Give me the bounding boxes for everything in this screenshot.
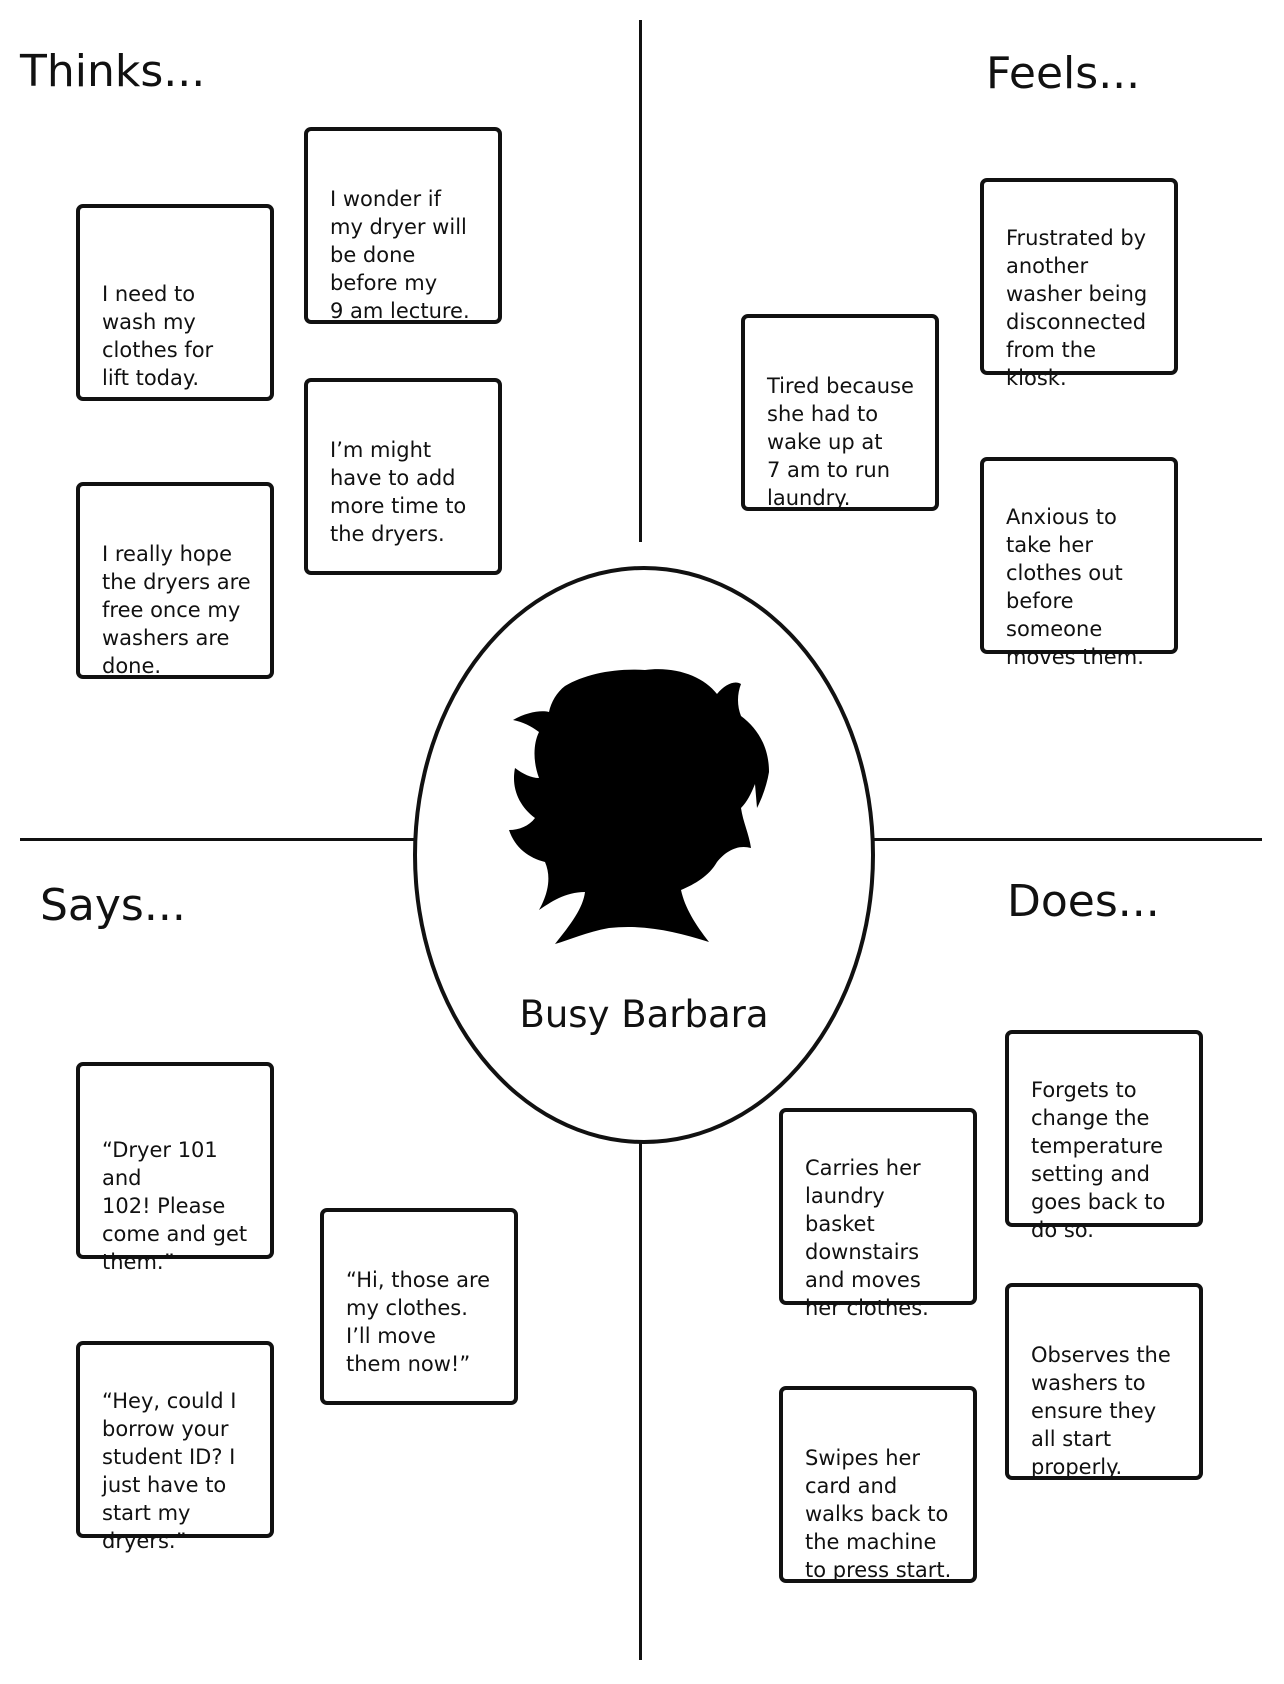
heading-does: Does... (1007, 876, 1160, 927)
note-text: “Dryer 101 and 102! Please come and get … (102, 1138, 248, 1274)
does-note-temperature: Forgets to change the temperature settin… (1005, 1030, 1203, 1242)
note-text: Frustrated by another washer being disco… (1006, 226, 1148, 390)
thinks-note-wash-clothes: I need to wash my clothes for lift today… (76, 204, 274, 401)
note-text: Carries her laundry basket downstairs an… (805, 1156, 929, 1320)
note-text: Forgets to change the temperature settin… (1031, 1078, 1166, 1242)
divider-horizontal-left (20, 838, 415, 841)
note-text: I wonder if my dryer will be done before… (330, 187, 470, 323)
divider-horizontal-right (872, 838, 1262, 841)
note-text: I need to wash my clothes for lift today… (102, 282, 214, 390)
thinks-note-dryer-lecture: I wonder if my dryer will be done before… (304, 127, 502, 324)
note-text: Swipes her card and walks back to the ma… (805, 1446, 952, 1582)
woman-silhouette-icon (509, 669, 769, 944)
note-text: “Hey, could I borrow your student ID? I … (102, 1389, 237, 1553)
says-note-borrow-id: “Hey, could I borrow your student ID? I … (76, 1341, 274, 1553)
does-note-observes: Observes the washers to ensure they all … (1005, 1283, 1203, 1480)
feels-note-tired: Tired because she had to wake up at 7 am… (741, 314, 939, 511)
feels-note-frustrated: Frustrated by another washer being disco… (980, 178, 1178, 390)
note-text: I really hope the dryers are free once m… (102, 542, 251, 678)
heading-says: Says... (40, 880, 186, 931)
feels-note-anxious: Anxious to take her clothes out before s… (980, 457, 1178, 669)
thinks-note-more-time: I’m might have to add more time to the d… (304, 378, 502, 575)
divider-vertical-bottom (639, 1138, 642, 1660)
note-text: I’m might have to add more time to the d… (330, 438, 467, 546)
heading-thinks: Thinks... (20, 46, 206, 97)
persona-name: Busy Barbara (519, 993, 769, 1036)
says-note-my-clothes: “Hi, those are my clothes. I’ll move the… (320, 1208, 518, 1405)
note-text: Tired because she had to wake up at 7 am… (767, 374, 914, 510)
note-text: “Hi, those are my clothes. I’ll move the… (346, 1268, 491, 1376)
heading-feels: Feels... (986, 48, 1141, 99)
says-note-dryer-101: “Dryer 101 and 102! Please come and get … (76, 1062, 274, 1274)
note-text: Observes the washers to ensure they all … (1031, 1343, 1171, 1479)
note-text: Anxious to take her clothes out before s… (1006, 505, 1144, 669)
thinks-note-dryers-free: I really hope the dryers are free once m… (76, 482, 274, 679)
divider-vertical-top (639, 20, 642, 542)
does-note-swipes-card: Swipes her card and walks back to the ma… (779, 1386, 977, 1583)
does-note-carries-basket: Carries her laundry basket downstairs an… (779, 1108, 977, 1320)
